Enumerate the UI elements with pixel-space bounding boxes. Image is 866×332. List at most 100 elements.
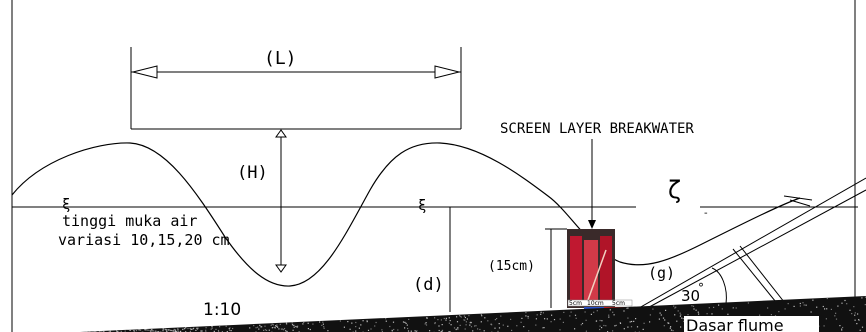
gravel-speck	[500, 315, 502, 317]
gravel-speck	[631, 320, 633, 323]
spacing-label-2: 10cm	[587, 300, 604, 307]
gravel-speck	[374, 325, 376, 327]
gravel-speck	[698, 313, 700, 315]
gravel-speck	[453, 327, 456, 329]
gravel-speck	[609, 309, 611, 311]
gravel-speck	[673, 305, 675, 307]
gravel-speck	[135, 330, 138, 332]
gravel-speck	[708, 307, 710, 309]
gravel-speck	[574, 328, 576, 330]
gravel-speck	[854, 314, 856, 316]
gravel-speck	[851, 313, 853, 315]
gravel-speck	[854, 319, 856, 321]
zeta-symbol: ζ	[668, 176, 681, 204]
gravel-speck	[264, 329, 266, 331]
gravel-speck	[799, 305, 801, 307]
gravel-speck	[672, 330, 674, 332]
gravel-speck	[858, 319, 860, 321]
gravel-bed	[80, 296, 866, 332]
gravel-speck	[516, 325, 518, 327]
gravel-speck	[856, 323, 858, 325]
gravel-speck	[830, 308, 832, 310]
gravel-speck	[612, 311, 614, 313]
gravel-speck	[487, 320, 489, 322]
gravel-speck	[258, 328, 260, 330]
gravel-speck	[266, 329, 268, 331]
wave-profile	[11, 142, 801, 287]
gravel-speck	[185, 327, 187, 329]
gravel-speck	[484, 317, 486, 319]
gravel-speck	[498, 323, 500, 325]
gravel-speck	[491, 324, 493, 326]
gravel-speck	[263, 329, 265, 331]
gravel-speck	[291, 322, 293, 324]
gravel-speck	[544, 318, 546, 320]
gravel-speck	[424, 323, 426, 325]
gravel-speck	[662, 317, 665, 319]
gravel-speck	[770, 314, 772, 316]
gravel-speck	[440, 319, 442, 321]
angle-degree-symbol: °	[698, 281, 704, 295]
gravel-speck	[355, 321, 357, 324]
gravel-speck	[271, 323, 273, 325]
gravel-speck	[406, 324, 408, 326]
gravel-speck	[457, 328, 459, 330]
wavelength-arrow-left	[132, 65, 158, 79]
gravel-speck	[197, 327, 199, 329]
gravel-speck	[385, 320, 387, 322]
gravel-speck	[229, 327, 231, 329]
gravel-speck	[540, 313, 542, 315]
gravel-speck	[375, 321, 377, 324]
gravel-speck	[670, 326, 672, 328]
gravel-speck	[349, 328, 351, 330]
gravel-speck	[570, 311, 572, 313]
gravel-speck	[464, 319, 466, 321]
gravel-speck	[124, 330, 126, 332]
gravel-speck	[297, 325, 299, 327]
gravel-speck	[679, 312, 681, 314]
gravel-speck	[129, 329, 131, 331]
gap-label: (g)	[648, 264, 675, 282]
gravel-speck	[327, 330, 329, 332]
gravel-speck	[249, 327, 251, 329]
gravel-speck	[291, 324, 294, 326]
gravel-speck	[649, 321, 651, 323]
gravel-speck	[434, 322, 436, 324]
gravel-speck	[774, 315, 777, 317]
gravel-speck	[497, 330, 499, 332]
gravel-speck	[542, 327, 544, 329]
gravel-speck	[546, 318, 548, 320]
gravel-speck	[219, 326, 221, 328]
gravel-speck	[385, 318, 387, 320]
gravel-speck	[858, 319, 860, 321]
gravel-speck	[494, 327, 496, 329]
gravel-speck	[456, 316, 458, 318]
gravel-speck	[187, 327, 189, 330]
breakwater-screen-right	[600, 236, 612, 304]
gravel-speck	[281, 328, 283, 330]
gravel-speck	[614, 325, 616, 327]
gravel-speck	[292, 329, 294, 331]
gravel-speck	[162, 330, 164, 332]
gravel-speck	[626, 307, 628, 309]
gravel-speck	[680, 326, 682, 328]
gravel-speck	[608, 316, 610, 318]
gravel-speck	[599, 325, 601, 327]
gravel-speck	[205, 329, 207, 331]
gravel-speck	[525, 312, 527, 314]
gravel-speck	[456, 321, 459, 323]
gravel-speck	[139, 329, 142, 331]
gravel-bed-fill	[80, 296, 866, 332]
gravel-speck	[405, 322, 407, 324]
slope-upper-edge	[631, 177, 866, 313]
gravel-speck	[163, 328, 165, 330]
gravel-speck	[574, 314, 577, 316]
water-level-note-line2: variasi 10,15,20 cm	[58, 231, 230, 249]
gravel-speck	[407, 330, 410, 332]
structure-title: SCREEN LAYER BREAKWATER	[500, 121, 694, 137]
gravel-speck	[200, 330, 202, 332]
gravel-speck	[816, 306, 818, 308]
gravel-speck	[837, 305, 839, 307]
gravel-speck	[441, 324, 443, 326]
gravel-speck	[211, 327, 213, 329]
